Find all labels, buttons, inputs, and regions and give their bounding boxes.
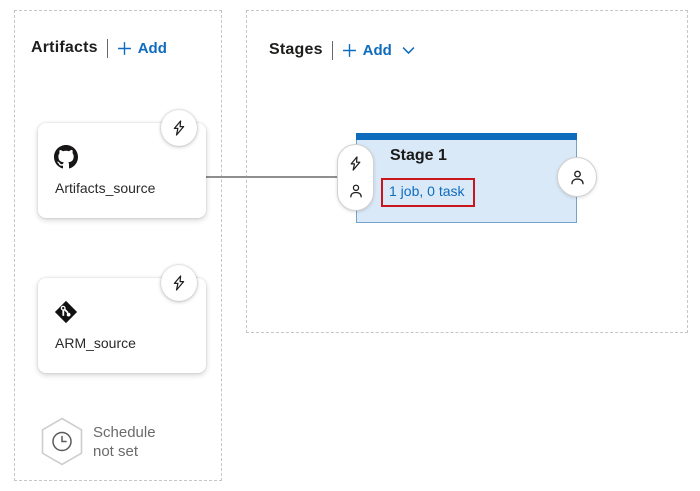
continuous-deployment-trigger-button[interactable]: [161, 265, 197, 301]
artifact-card-arm-source[interactable]: ARM_source: [38, 265, 206, 373]
stage-accent-bar: [356, 133, 577, 140]
artifacts-panel: [14, 10, 222, 481]
git-icon: [54, 300, 78, 324]
lightning-bolt-icon: [171, 120, 187, 136]
header-divider: [106, 38, 108, 58]
plus-icon: [117, 41, 132, 56]
schedule-status[interactable]: Schedule not set: [40, 417, 156, 466]
artifact-stage-connector-line: [205, 176, 339, 178]
post-deployment-conditions-button[interactable]: [557, 157, 597, 197]
schedule-line1: Schedule: [93, 423, 156, 441]
clock-icon: [40, 417, 84, 466]
schedule-status-text: Schedule not set: [93, 423, 156, 461]
pre-deployment-conditions-button[interactable]: [337, 144, 374, 211]
red-annotation-box: 1 job, 0 task: [381, 178, 475, 207]
add-artifact-label: Add: [137, 39, 167, 57]
stages-title: Stages: [269, 41, 323, 58]
add-artifact-button[interactable]: Add: [117, 40, 167, 57]
artifacts-header: Artifacts Add: [31, 36, 167, 60]
stage-title: Stage 1: [390, 147, 447, 164]
add-stage-button[interactable]: Add: [342, 42, 415, 59]
header-divider: [331, 40, 333, 60]
schedule-line2: not set: [93, 442, 139, 460]
stages-header: Stages Add: [269, 38, 415, 62]
stage-card[interactable]: Stage 1 1 job, 0 task: [356, 133, 577, 223]
chevron-down-icon: [402, 46, 415, 55]
person-icon: [348, 183, 364, 199]
artifact-card-artifacts-source[interactable]: Artifacts_source: [38, 110, 206, 218]
github-icon: [54, 145, 78, 169]
add-stage-label: Add: [362, 41, 392, 59]
artifact-name: Artifacts_source: [55, 180, 156, 196]
lightning-bolt-icon: [348, 156, 363, 171]
artifact-name: ARM_source: [55, 335, 136, 351]
lightning-bolt-icon: [171, 275, 187, 291]
jobs-tasks-link[interactable]: 1 job, 0 task: [389, 183, 465, 199]
continuous-deployment-trigger-button[interactable]: [161, 110, 197, 146]
artifacts-title: Artifacts: [31, 39, 98, 56]
plus-icon: [342, 43, 357, 58]
person-icon: [569, 169, 586, 186]
